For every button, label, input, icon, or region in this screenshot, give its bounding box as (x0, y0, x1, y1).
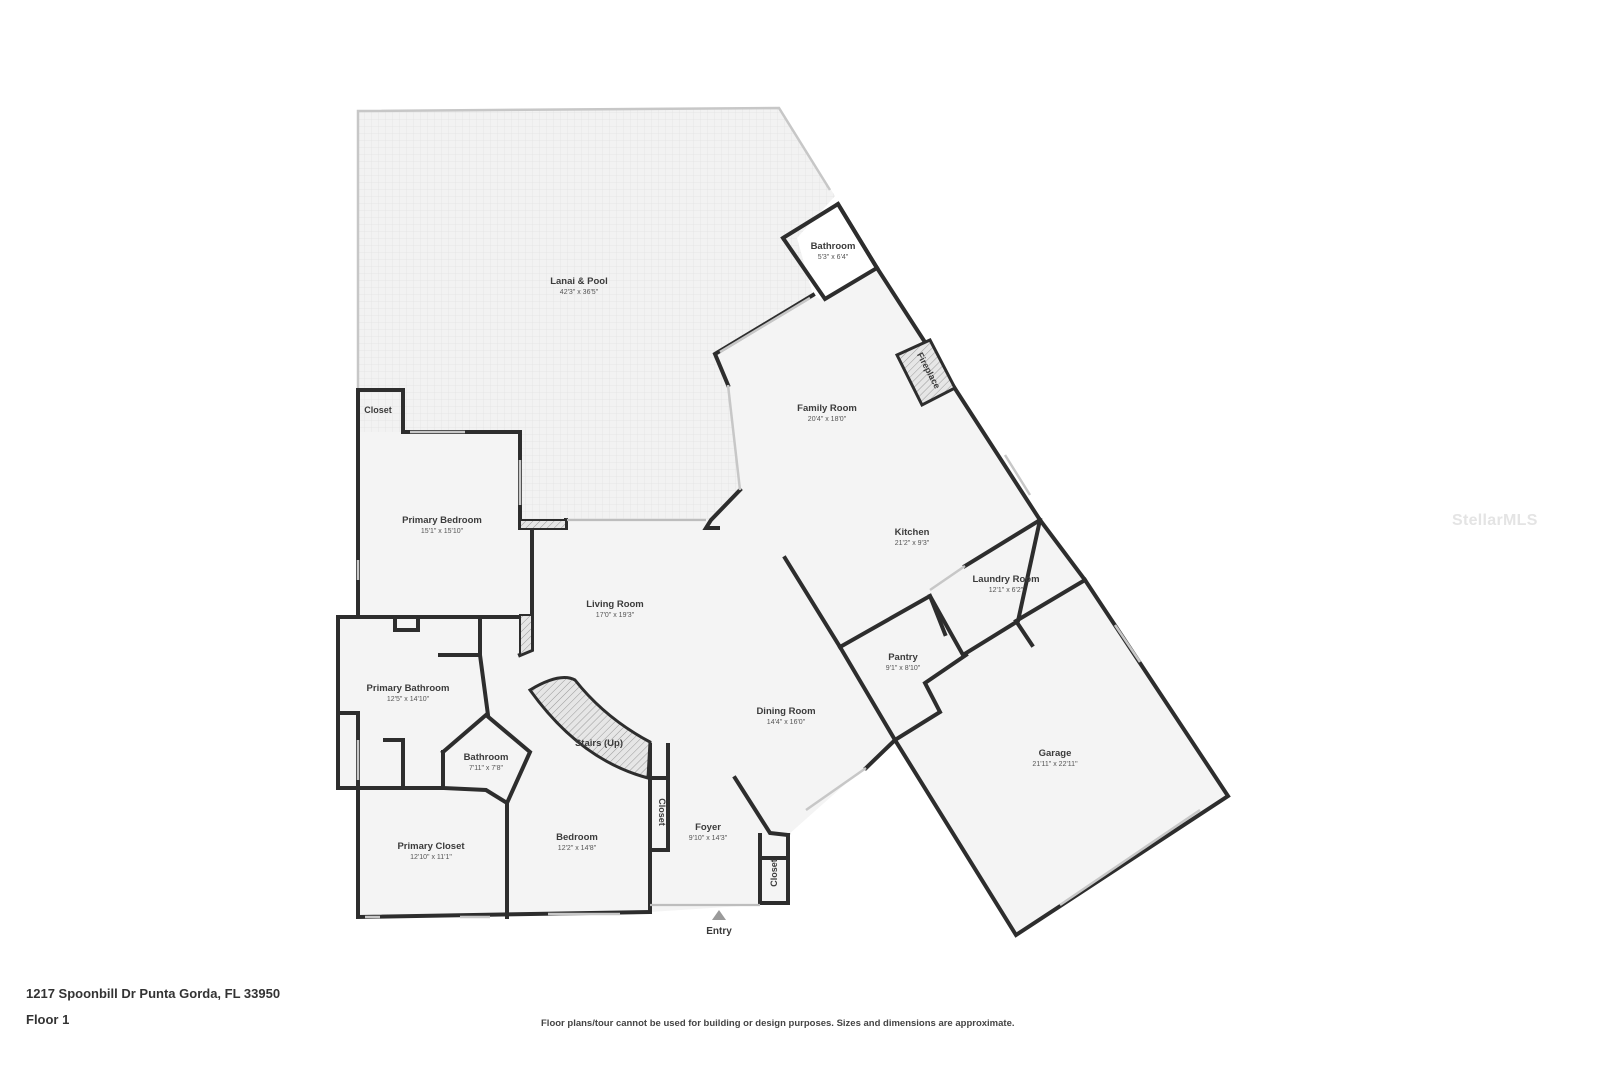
bathroom-mid-dims: 7'11" x 7'8" (469, 765, 503, 772)
laundry-name: Laundry Room (972, 574, 1039, 585)
dining-room-dims: 14'4" x 16'0" (767, 719, 806, 726)
bedroom-dims: 12'2" x 14'8" (558, 845, 597, 852)
family-room-dims: 20'4" x 18'0" (808, 416, 847, 423)
dining-room-name: Dining Room (756, 706, 815, 717)
closet-mid-name: Closet (657, 798, 667, 826)
entry-label: Entry (706, 926, 732, 937)
laundry-dims: 12'1" x 6'2" (989, 587, 1024, 594)
living-room-name: Living Room (586, 599, 644, 610)
primary-bedroom-dims: 15'1" x 15'10" (421, 528, 464, 535)
bedroom-name: Bedroom (556, 832, 598, 843)
primary-bedroom-name: Primary Bedroom (402, 515, 482, 526)
family-room-name: Family Room (797, 403, 857, 414)
column (519, 519, 567, 530)
house-floor (338, 204, 1228, 935)
entry-arrow-icon (712, 910, 726, 920)
column (519, 614, 533, 657)
disclaimer: Floor plans/tour cannot be used for buil… (541, 1018, 1015, 1029)
closet-foyer-name: Closet (769, 859, 779, 887)
primary-closet-dims: 12'10" x 11'1" (410, 854, 452, 861)
primary-bathroom-name: Primary Bathroom (367, 683, 450, 694)
floor-label: Floor 1 (26, 1012, 70, 1027)
primary-bathroom-dims: 12'5" x 14'10" (387, 696, 430, 703)
garage-name: Garage (1039, 748, 1072, 759)
pantry-dims: 9'1" x 8'10" (886, 665, 921, 672)
address-label: 1217 Spoonbill Dr Punta Gorda, FL 33950 (26, 986, 281, 1001)
windows (356, 296, 1201, 919)
garage-dims: 21'11" x 22'11" (1032, 761, 1078, 768)
kitchen-dims: 21'2" x 9'3" (895, 540, 930, 547)
bathroom-top-dims: 5'3" x 6'4" (818, 254, 849, 261)
living-room-dims: 17'0" x 19'3" (596, 612, 635, 619)
lanai-dims: 42'3" x 36'5" (560, 289, 599, 296)
lanai-floor (358, 108, 835, 520)
stairs-label: Stairs (Up) (575, 738, 623, 749)
lanai-name: Lanai & Pool (550, 276, 608, 287)
foyer-dims: 9'10" x 14'3" (689, 835, 728, 842)
primary-closet-name: Primary Closet (397, 841, 465, 852)
closet-top-name: Closet (364, 405, 392, 415)
bathroom-top-name: Bathroom (811, 241, 856, 252)
room-labels: Lanai & Pool 42'3" x 36'5" Bathroom 5'3"… (364, 241, 1078, 887)
walls (336, 201, 1231, 938)
stairs-icon (527, 676, 652, 780)
kitchen-name: Kitchen (895, 527, 930, 538)
foyer-name: Foyer (695, 822, 721, 833)
fireplace-icon (894, 338, 958, 408)
pantry-name: Pantry (888, 652, 918, 663)
watermark: StellarMLS (1452, 512, 1538, 529)
bathroom-mid-name: Bathroom (464, 752, 509, 763)
